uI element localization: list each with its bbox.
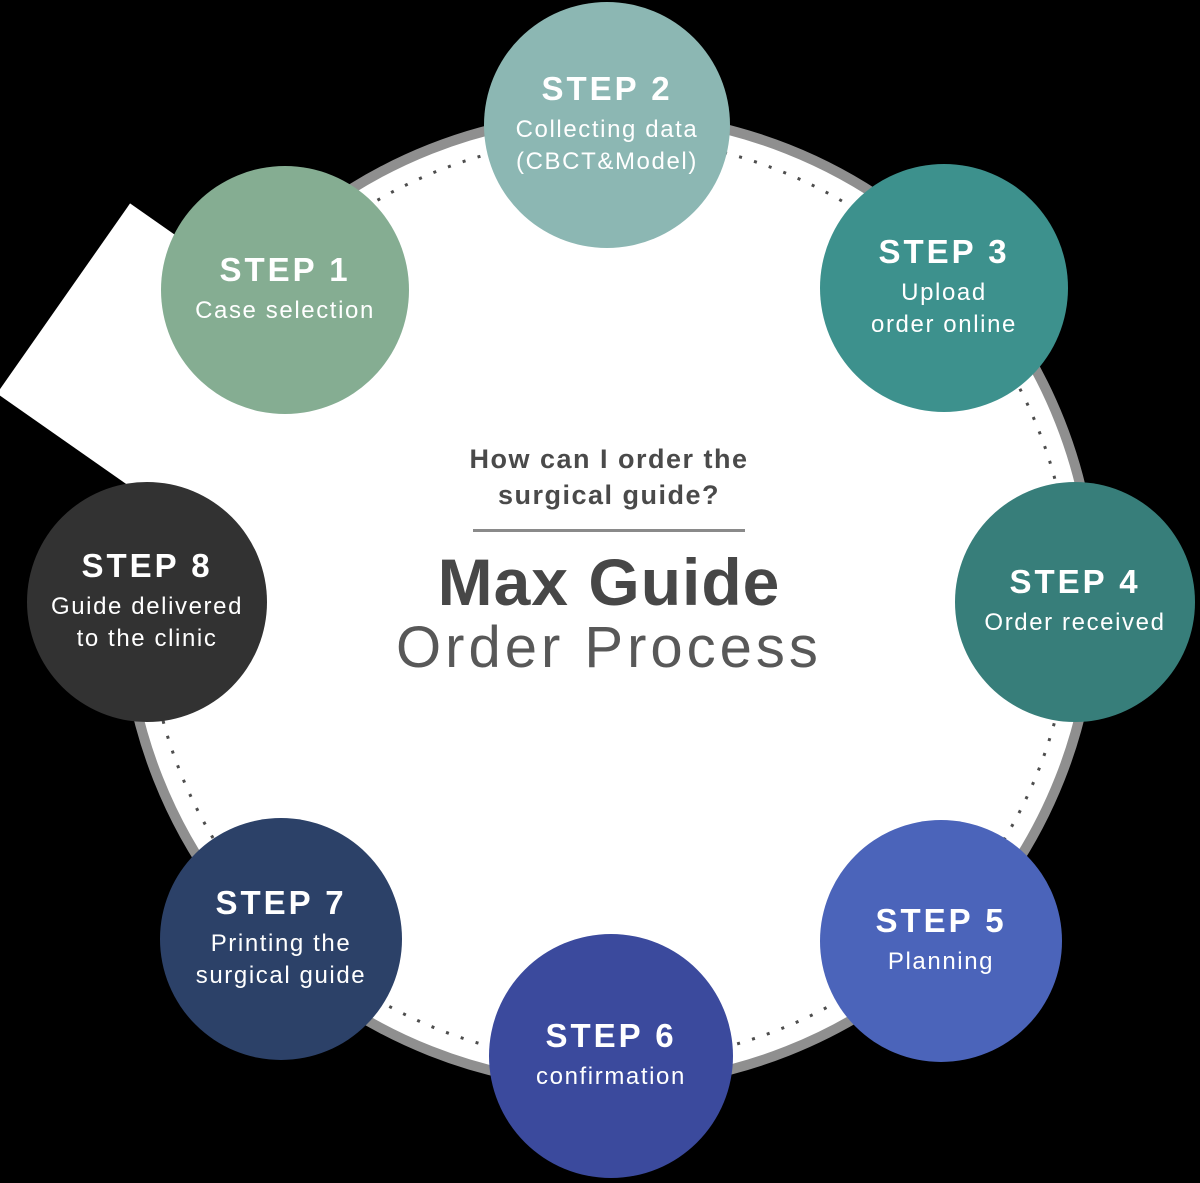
step-3-circle: STEP 3 Upload order online [820, 164, 1068, 412]
step-2-circle: STEP 2 Collecting data (CBCT&Model) [484, 2, 730, 248]
step-7-circle: STEP 7 Printing the surgical guide [160, 818, 402, 1060]
step-4-label: STEP 4 [1009, 563, 1141, 601]
step-1-description: Case selection [195, 297, 375, 325]
step-1-circle: STEP 1 Case selection [161, 166, 409, 414]
step-8-circle: STEP 8 Guide delivered to the clinic [27, 482, 267, 722]
step-4-circle: STEP 4 Order received [955, 482, 1195, 722]
step-8-description: Guide delivered to the clinic [50, 593, 244, 652]
step-6-label: STEP 6 [545, 1017, 677, 1055]
step-4-description: Order received [984, 609, 1166, 637]
step-3-description: Upload order online [871, 279, 1017, 338]
diagram-title-main: Max Guide [437, 544, 781, 619]
step-7-description: Printing the surgical guide [195, 930, 367, 989]
step-1-label: STEP 1 [219, 251, 351, 289]
diagram-title-sub: Order Process [396, 614, 822, 680]
step-5-description: Planning [887, 948, 995, 976]
divider-line [473, 528, 745, 532]
step-2-label: STEP 2 [541, 70, 673, 108]
step-5-label: STEP 5 [875, 902, 1007, 940]
step-6-description: confirmation [536, 1063, 686, 1091]
step-8-label: STEP 8 [81, 547, 213, 585]
step-7-label: STEP 7 [215, 884, 347, 922]
step-6-circle: STEP 6 confirmation [489, 934, 733, 1178]
step-3-label: STEP 3 [878, 233, 1010, 271]
center-text-block: How can I order the surgical guide? Max … [309, 441, 909, 682]
question-heading: How can I order the surgical guide? [469, 444, 749, 511]
step-2-description: Collecting data (CBCT&Model) [515, 116, 699, 175]
step-5-circle: STEP 5 Planning [820, 820, 1062, 1062]
